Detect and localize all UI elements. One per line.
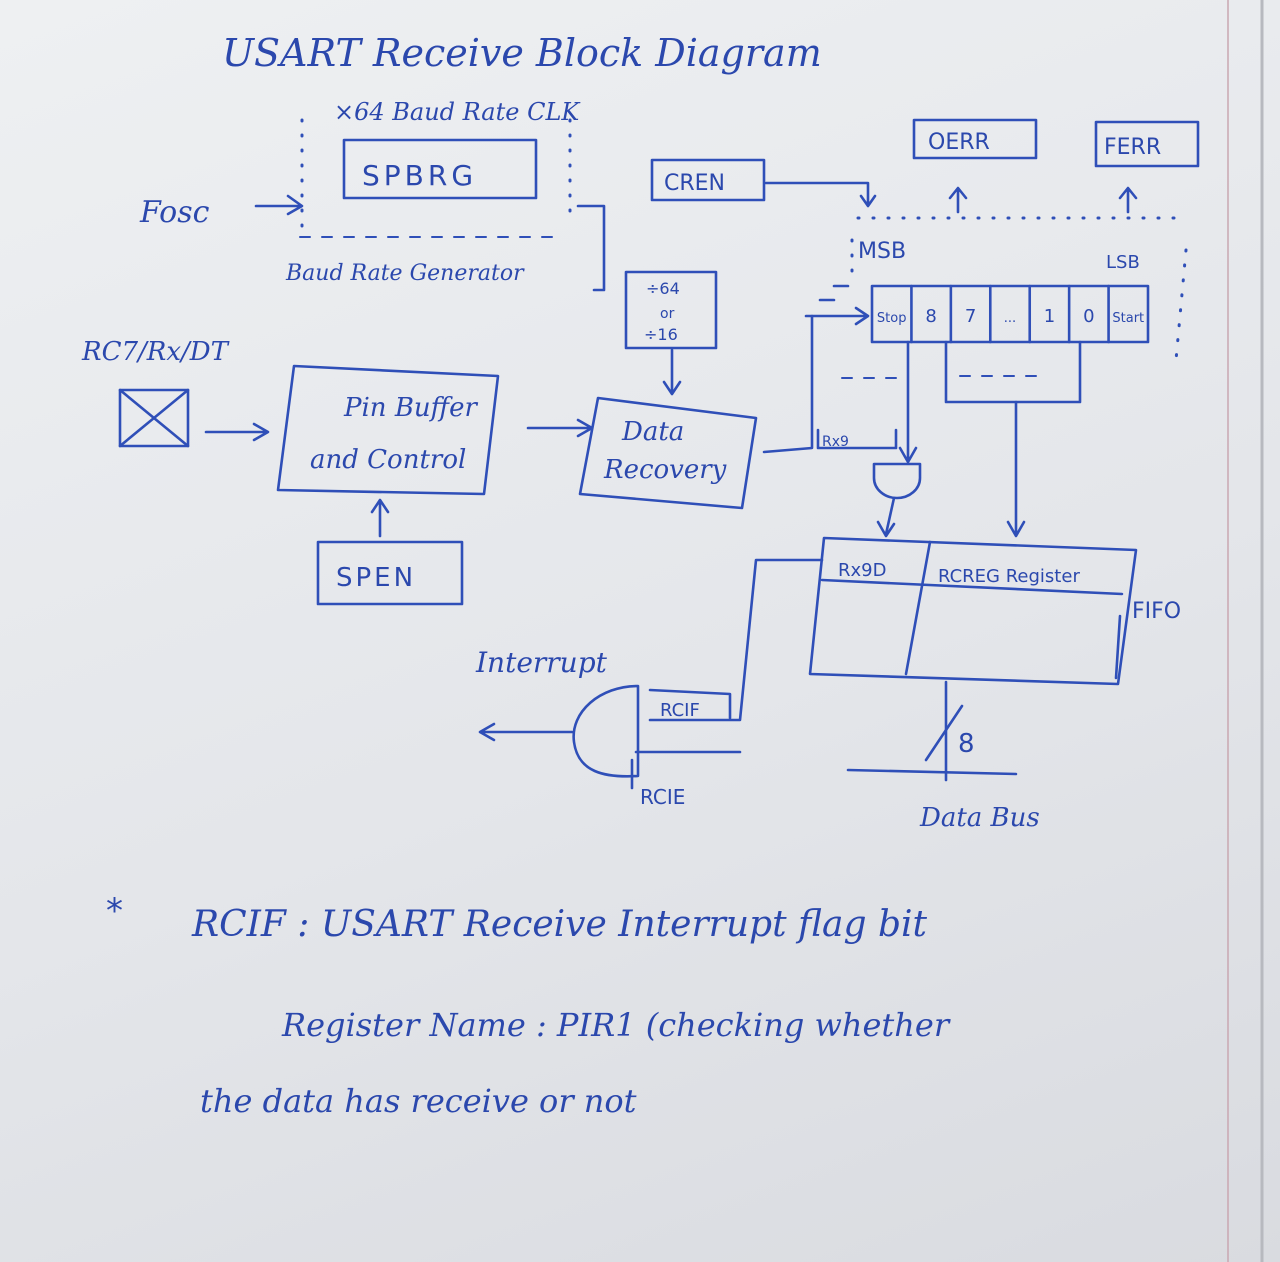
diagram-title: USART Receive Block Diagram bbox=[222, 31, 822, 75]
shift-register-cell-label: 8 bbox=[925, 306, 936, 327]
spen-label: SPEN bbox=[336, 563, 416, 593]
interrupt-arrow bbox=[478, 722, 574, 742]
baud-rate-generator-label: Baud Rate Generator bbox=[285, 261, 525, 286]
shift-register-cell-label: 1 bbox=[1044, 306, 1055, 327]
divider-label-1: ÷64 bbox=[646, 279, 680, 298]
pin-buffer-label-2: and Control bbox=[310, 445, 466, 475]
msb-label: MSB bbox=[858, 239, 906, 264]
rcif-flag-box bbox=[648, 688, 732, 720]
shift-register-cell-label: 7 bbox=[965, 306, 976, 327]
rsr-input-arrow bbox=[804, 284, 870, 326]
oerr-arrow bbox=[948, 186, 968, 214]
interrupt-and-gate bbox=[572, 684, 640, 778]
rx9-box bbox=[816, 428, 898, 450]
data-recovery-box bbox=[578, 396, 758, 510]
note-line-2: Register Name : PIR1 (checking whether bbox=[281, 1006, 951, 1044]
gate-to-rx9d-arrow bbox=[876, 496, 896, 538]
shift-register bbox=[870, 284, 1150, 344]
ferr-label: FERR bbox=[1104, 135, 1161, 160]
spbrg-label: SPBRG bbox=[362, 159, 477, 192]
pin-arrow bbox=[204, 422, 270, 442]
rcif-label: RCIF bbox=[660, 700, 700, 721]
data-bus-label: Data Bus bbox=[919, 803, 1040, 833]
divider-label-2: or bbox=[660, 306, 675, 322]
bus-width-label: 8 bbox=[958, 729, 975, 759]
ferr-box bbox=[1094, 120, 1200, 168]
note-bullet: * bbox=[106, 891, 123, 931]
rcreg-header-divider bbox=[820, 578, 1124, 596]
cren-arrow bbox=[764, 181, 877, 208]
divider-box bbox=[624, 270, 718, 350]
data-recovery-label-2: Recovery bbox=[603, 455, 727, 485]
rx9-and-gate bbox=[872, 462, 922, 500]
oerr-label: OERR bbox=[928, 130, 990, 155]
rcie-label: RCIE bbox=[640, 785, 685, 809]
note-line-3: the data has receive or not bbox=[200, 1082, 637, 1120]
bus-width-slash bbox=[924, 704, 964, 762]
rx9d-column-divider bbox=[904, 540, 932, 676]
lsb-label: LSB bbox=[1106, 252, 1140, 273]
rcreg-fifo-box bbox=[808, 536, 1138, 686]
interrupt-label: Interrupt bbox=[475, 646, 608, 679]
pin-label: RC7/Rx/DT bbox=[81, 337, 230, 367]
rx9d-label: Rx9D bbox=[838, 560, 886, 581]
pin-buffer-label-1: Pin Buffer bbox=[343, 393, 478, 423]
shift-register-cell-label: Stop bbox=[877, 311, 907, 326]
shift-register-cell-label: ... bbox=[1004, 311, 1016, 326]
stop-bit-wire bbox=[898, 340, 918, 464]
rsr-boundary-right bbox=[1174, 248, 1188, 362]
rx9d-to-gate-wire bbox=[648, 558, 824, 722]
data-bus-line bbox=[846, 768, 1018, 776]
pin-buffer-box bbox=[276, 364, 500, 496]
divider-label-3: ÷16 bbox=[644, 325, 678, 344]
baud-clock-wire bbox=[576, 204, 606, 292]
fifo-marker bbox=[1114, 614, 1122, 680]
shift-register-cell-label: 0 bbox=[1083, 306, 1094, 327]
cren-label: CREN bbox=[664, 171, 725, 196]
spen-arrow bbox=[370, 498, 390, 538]
oerr-box bbox=[912, 118, 1038, 160]
rsr-dashed-guides bbox=[841, 375, 1041, 379]
rcreg-label: RCREG Register bbox=[938, 566, 1080, 587]
note-line-1: RCIF : USART Receive Interrupt flag bit bbox=[191, 904, 928, 945]
rx9-label: Rx9 bbox=[822, 434, 849, 450]
fosc-arrow bbox=[254, 194, 304, 216]
pin-cross bbox=[118, 388, 190, 448]
rsr-to-rcreg-arrow bbox=[1006, 400, 1026, 538]
spbrg-box bbox=[342, 138, 538, 200]
fosc-label: Fosc bbox=[139, 195, 210, 230]
recovery-to-rsr-wire bbox=[762, 314, 814, 454]
pin-box bbox=[118, 388, 190, 448]
ferr-arrow bbox=[1118, 186, 1138, 214]
divider-arrow bbox=[662, 348, 682, 396]
cren-box bbox=[650, 158, 766, 202]
shift-register-cells: Stop 8 7... 1 0 Start bbox=[877, 284, 1144, 344]
clock-note: ×64 Baud Rate CLK bbox=[334, 98, 581, 126]
rsr-data-bracket bbox=[944, 340, 1082, 404]
fifo-label: FIFO bbox=[1132, 599, 1181, 624]
spen-box bbox=[316, 540, 464, 606]
data-recovery-label-1: Data bbox=[621, 417, 684, 447]
buffer-to-recovery-arrow bbox=[526, 418, 594, 438]
shift-register-cell-label: Start bbox=[1112, 311, 1144, 326]
